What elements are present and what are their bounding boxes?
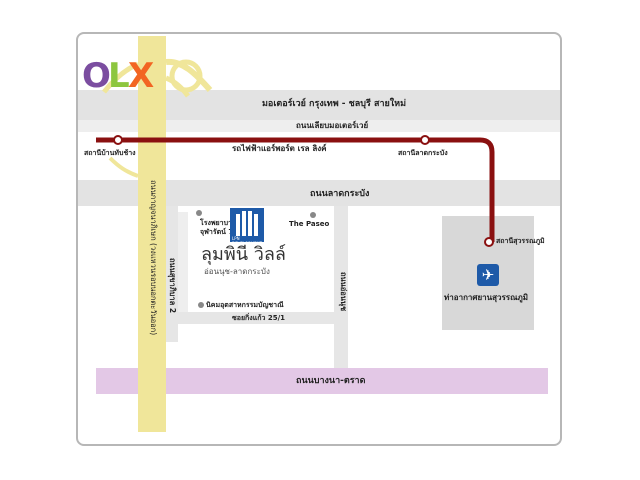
lat-krabang-road-label: ถนนลาดกระบัง xyxy=(310,189,370,199)
bang-na-trat-road xyxy=(96,368,548,394)
station-ring-icon xyxy=(484,237,494,247)
olx-letter-o: O xyxy=(82,56,111,96)
soi-suk-2-road xyxy=(166,206,178,342)
project-access-road xyxy=(178,212,188,312)
soi-kingkaew-road xyxy=(178,312,334,324)
airport-rail-link-line xyxy=(96,137,495,242)
bang-na-trat-label: ถนนบางนา-ตราด xyxy=(296,376,366,386)
poi-hospital-label-2: จุฬารัตน์ 7 xyxy=(200,228,234,236)
olx-logo: O L X xyxy=(82,48,158,104)
poi-estate-label: นิคมอุตสาหกรรมบัญชาณี xyxy=(206,301,284,309)
kanchanaphisek-road xyxy=(138,36,166,432)
station-ring-icon xyxy=(420,135,430,145)
poi-dot-icon xyxy=(198,302,204,308)
station-lat-krabang-label: สถานีลาดกระบัง xyxy=(398,149,448,157)
interchange-ramp xyxy=(108,156,139,178)
interchange-ramp xyxy=(102,61,140,94)
olx-letter-x: X xyxy=(128,56,155,96)
olx-letter-l: L xyxy=(108,56,130,96)
airport-label: ท่าอากาศยานสุวรรณภูมิ xyxy=(444,293,529,302)
project-name: ลุมพินี วิลล์ xyxy=(201,244,286,265)
project-logo-text: LPN DEVELOPMENT xyxy=(232,236,262,246)
project-subtitle: อ่อนนุช-ลาดกระบัง xyxy=(204,267,270,276)
building-icon xyxy=(236,211,258,236)
soi-suk-2-label: ถนนสุขาภิบาล 2 xyxy=(168,258,177,314)
poi-dot-icon xyxy=(196,210,202,216)
airplane-icon: ✈ xyxy=(477,264,499,286)
project-logo-icon: LPN DEVELOPMENT xyxy=(230,208,264,246)
interchange-loop xyxy=(169,59,203,93)
on-nut-road xyxy=(334,206,348,368)
poi-paseo-label: The Paseo xyxy=(289,220,330,228)
kanchanaphisek-road-label: ถนนกาญจนาภิเษก (วงแหวนรอบนอกตะวันออก) xyxy=(149,180,158,336)
station-suvarnabhumi-label: สถานีสุวรรณภูมิ xyxy=(496,237,545,245)
interchange-ramp xyxy=(165,58,213,92)
poi-hospital-label: โรงพยาบาล xyxy=(200,219,237,227)
rail-link-label: รถไฟฟ้าแอร์พอร์ต เรล ลิงค์ xyxy=(232,144,327,153)
motorway-frontage-road xyxy=(78,120,560,132)
station-ring-icon xyxy=(113,135,123,145)
poi-dot-icon xyxy=(310,212,316,218)
station-ban-thap-chang-label: สถานีบ้านทับช้าง xyxy=(84,149,136,157)
motorway-label: มอเตอร์เวย์ กรุงเทพ - ชลบุรี สายใหม่ xyxy=(262,99,407,109)
motorway-frontage-label: ถนนเลียบมอเตอร์เวย์ xyxy=(296,121,369,130)
soi-kingkaew-label: ซอยกิ่งแก้ว 25/1 xyxy=(232,314,285,322)
on-nut-road-label: ถนนอ่อนนุช xyxy=(339,272,348,312)
